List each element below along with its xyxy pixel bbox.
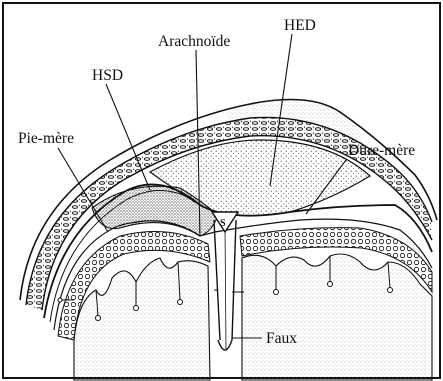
label-pie-mere: Pie-mère (18, 130, 74, 147)
right-gyri (242, 254, 432, 380)
label-dure-mere: Dure-mère (348, 142, 415, 159)
sinus-marker-label: S (220, 218, 226, 229)
label-hed: HED (284, 17, 316, 34)
label-hsd: HSD (92, 67, 123, 84)
label-arachnoide: Arachnoïde (158, 33, 230, 50)
label-faux: Faux (266, 330, 297, 347)
